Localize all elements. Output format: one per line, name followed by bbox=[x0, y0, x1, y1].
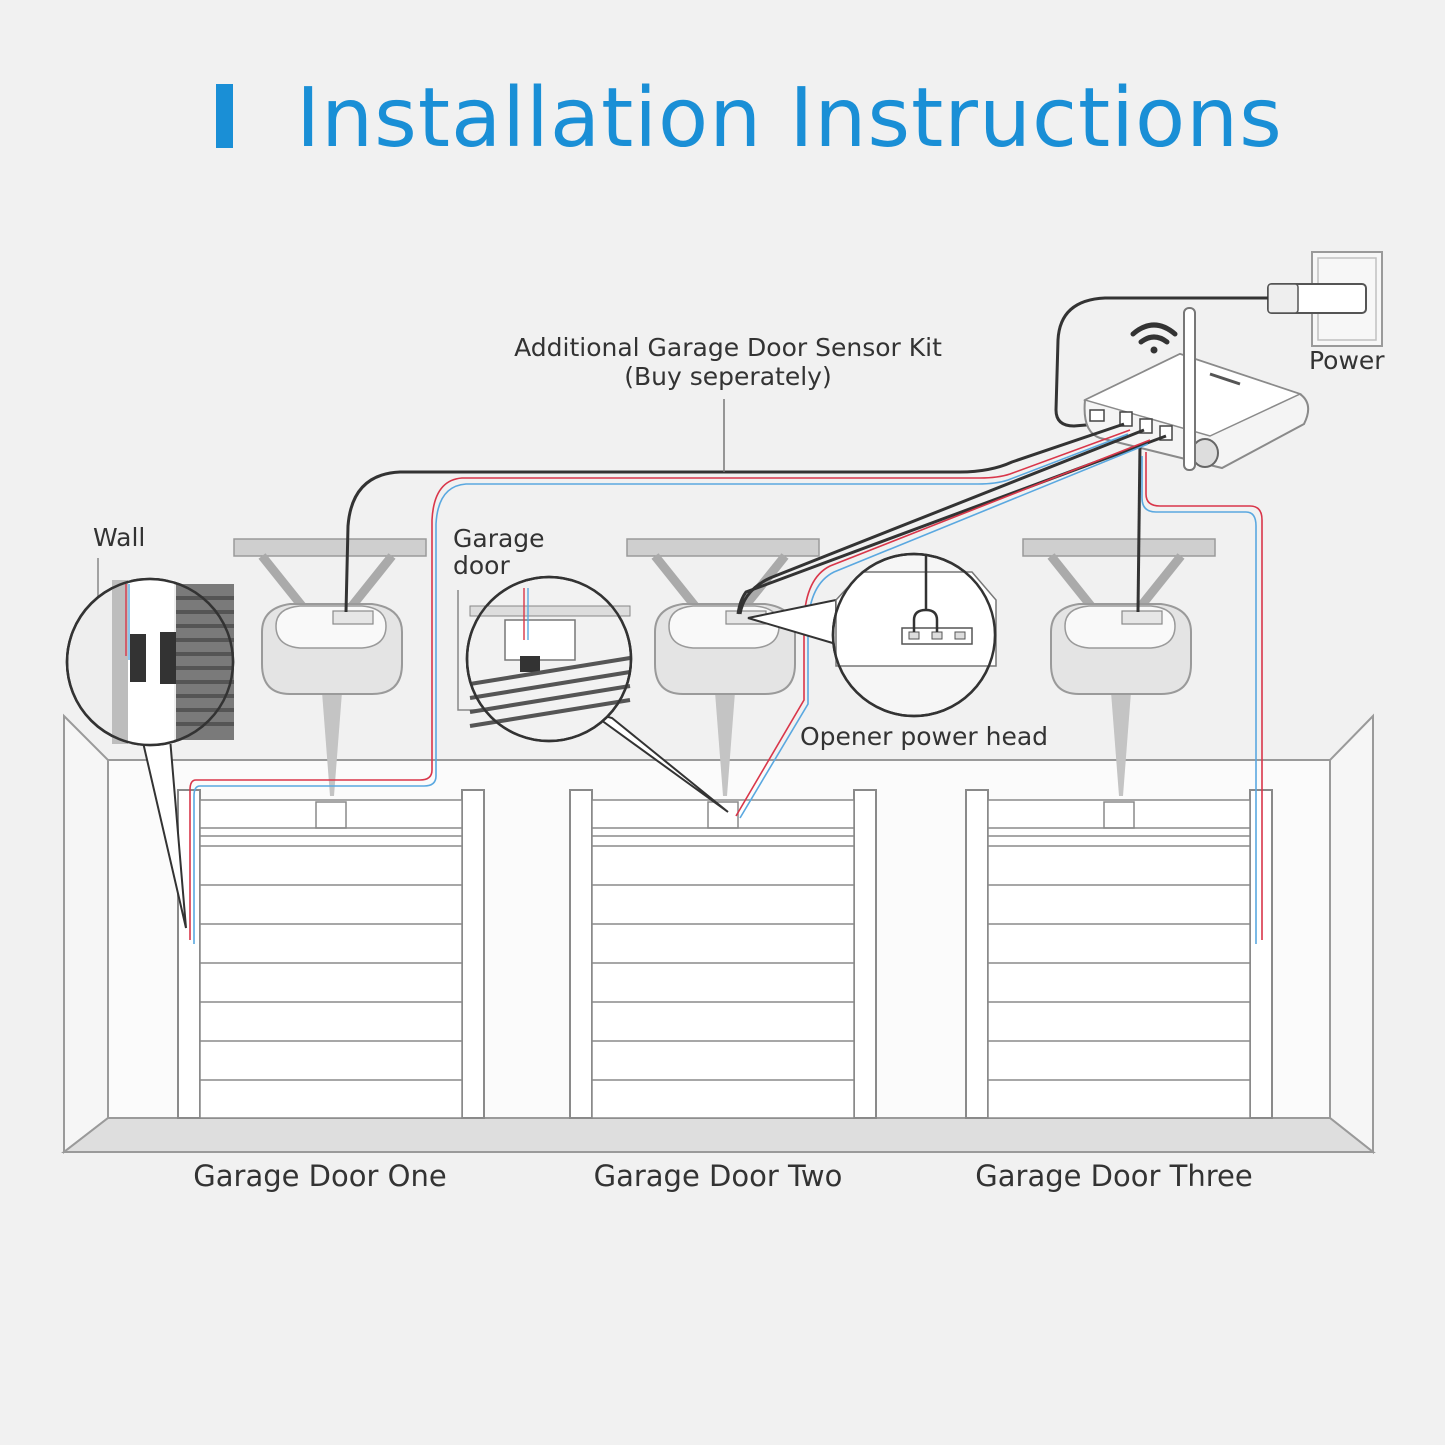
sensor-bracket bbox=[504, 619, 576, 661]
mount-arm bbox=[651, 553, 699, 609]
ceiling-mount bbox=[233, 538, 427, 557]
adapter-plug bbox=[1267, 283, 1299, 314]
terminal-block bbox=[1121, 610, 1163, 625]
door-frame-right bbox=[461, 789, 485, 1119]
sensor-wire-red-one bbox=[189, 429, 1131, 940]
floor-hatch bbox=[469, 684, 631, 714]
sensor-kit-label-line1: Additional Garage Door Sensor Kit bbox=[514, 333, 942, 362]
wifi-icon bbox=[1130, 322, 1178, 354]
terminal-block bbox=[332, 610, 374, 625]
door-frame-left bbox=[177, 789, 201, 1119]
opener-cables bbox=[344, 422, 1167, 615]
left-side-wall bbox=[63, 713, 109, 1155]
mount-arm bbox=[258, 553, 306, 609]
wall-label: Wall bbox=[93, 523, 145, 552]
opener-power-head-label: Opener power head bbox=[800, 722, 1048, 751]
door-edge-hatch bbox=[176, 584, 234, 740]
garage-door-three bbox=[965, 789, 1273, 1119]
hub-status-light bbox=[1209, 372, 1241, 386]
rail bbox=[1111, 692, 1131, 796]
opener-callout bbox=[831, 552, 997, 718]
door-bracket bbox=[1103, 801, 1135, 829]
garage-door-callout-rim bbox=[465, 575, 633, 743]
wall-callout-rim bbox=[65, 577, 235, 747]
mount-arm bbox=[1047, 553, 1095, 609]
sensor-switch bbox=[160, 632, 176, 684]
door-name-one: Garage Door One bbox=[193, 1159, 446, 1193]
mount-arm bbox=[348, 553, 396, 609]
door-bracket bbox=[707, 801, 739, 829]
sensor-kit-label-line2: (Buy seperately) bbox=[624, 362, 831, 391]
sensor-wire-red-three bbox=[1145, 452, 1263, 940]
rail bbox=[715, 692, 735, 796]
door-panel bbox=[199, 799, 463, 1119]
power-adapter bbox=[1267, 283, 1367, 314]
garage-door-callout bbox=[465, 575, 729, 813]
sensor-block bbox=[520, 656, 540, 672]
cable-opener-three bbox=[1136, 443, 1142, 613]
hub-device bbox=[1082, 307, 1310, 471]
opener-callout-rim bbox=[831, 552, 997, 718]
right-side-wall bbox=[1329, 713, 1374, 1155]
sensor-wire-blue-one bbox=[193, 433, 1129, 944]
wall-section bbox=[112, 580, 128, 744]
door-frame-right bbox=[853, 789, 877, 1119]
wall-callout bbox=[65, 577, 235, 929]
door-name-two: Garage Door Two bbox=[594, 1159, 843, 1193]
rail bbox=[322, 692, 342, 796]
door-panel bbox=[591, 799, 855, 1119]
cable-opener-one bbox=[344, 422, 1125, 613]
floor-hatch bbox=[469, 656, 631, 686]
garage-door-two bbox=[569, 789, 877, 1119]
door-track bbox=[469, 605, 631, 617]
door-name-three: Garage Door Three bbox=[975, 1159, 1252, 1193]
door-bracket bbox=[315, 801, 347, 829]
ceiling-mount bbox=[626, 538, 820, 557]
sensor-wire-blue-three bbox=[1141, 456, 1257, 944]
garage-door-label-line2: door bbox=[453, 551, 510, 580]
power-cable bbox=[1054, 296, 1268, 428]
door-frame-left bbox=[569, 789, 593, 1119]
garage-door-one bbox=[177, 789, 485, 1119]
mount-arm bbox=[1137, 553, 1185, 609]
page-title: Installation Instructions bbox=[296, 71, 1283, 166]
opener-three bbox=[1022, 538, 1216, 796]
cable-opener-two-b bbox=[736, 434, 1167, 615]
power-label: Power bbox=[1309, 346, 1385, 375]
antenna bbox=[1183, 307, 1196, 471]
title-accent-bar bbox=[216, 84, 233, 148]
door-frame-right bbox=[1249, 789, 1273, 1119]
floor-hatch bbox=[469, 670, 631, 700]
ceiling-mount bbox=[1022, 538, 1216, 557]
opener-callout-housing bbox=[835, 571, 997, 667]
floor bbox=[61, 1117, 1376, 1153]
garage-door-label-line1: Garage bbox=[453, 524, 545, 553]
door-panel bbox=[987, 799, 1251, 1119]
sensor-magnet bbox=[130, 634, 146, 682]
door-frame-left bbox=[965, 789, 989, 1119]
opener-one bbox=[233, 538, 427, 796]
